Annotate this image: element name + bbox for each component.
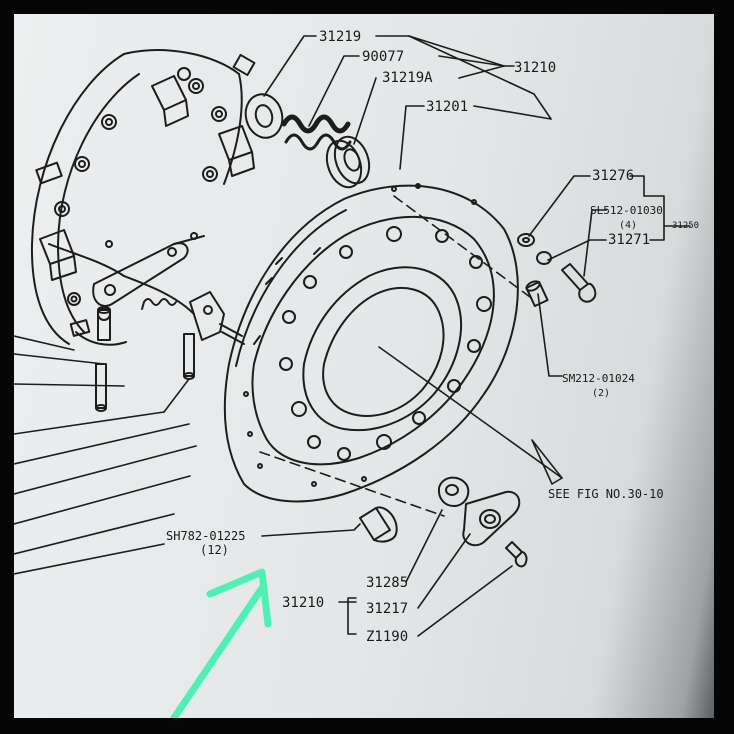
label-see-fig: SEE FIG NO.30-10 — [548, 487, 664, 501]
label-sl512-qty: (4) — [619, 220, 637, 231]
label-sh782: SH782-01225 — [166, 529, 245, 543]
label-sl512: SL512-01030 — [590, 204, 663, 217]
spring-assembly — [244, 93, 371, 189]
axis-arrow — [531, 439, 563, 485]
label-sh782-qty: (12) — [200, 543, 229, 557]
left-leader-lines — [14, 335, 197, 575]
manual-page: 31219 90077 31219A 31210 31201 31276 SL5… — [14, 14, 714, 718]
label-sm212-qty: (2) — [592, 388, 610, 399]
bolt-line — [259, 451, 445, 517]
label-31219a: 31219A — [382, 70, 433, 86]
label-31271: 31271 — [608, 232, 650, 248]
washer-bolt-group — [517, 233, 597, 303]
stud-pin — [525, 280, 549, 308]
label-group: 31219 90077 31219A 31210 31201 31276 SL5… — [166, 29, 699, 645]
label-31210-bottom: 31210 — [282, 595, 324, 611]
stud-line — [393, 195, 535, 301]
lever-hardware — [95, 291, 245, 412]
pressure-plate-housing — [30, 49, 256, 346]
label-sm212: SM212-01024 — [562, 372, 635, 385]
center-axis-line — [378, 346, 563, 479]
exploded-parts-diagram: 31219 90077 31219A 31210 31201 31276 SL5… — [14, 29, 699, 718]
label-31276: 31276 — [592, 168, 634, 184]
label-31217: 31217 — [366, 601, 408, 617]
hex-bolt — [359, 506, 398, 543]
label-sl512-ref: 31250 — [672, 221, 699, 231]
label-31219: 31219 — [319, 29, 361, 45]
label-90077: 90077 — [362, 49, 404, 65]
label-31285: 31285 — [366, 575, 408, 591]
label-leaders — [261, 35, 691, 637]
label-31210-top: 31210 — [514, 60, 556, 76]
label-z1190: Z1190 — [366, 629, 408, 645]
bracket-assembly — [437, 476, 528, 568]
cover-plate — [223, 183, 519, 503]
label-31201: 31201 — [426, 99, 468, 115]
highlight-arrow — [170, 568, 272, 718]
